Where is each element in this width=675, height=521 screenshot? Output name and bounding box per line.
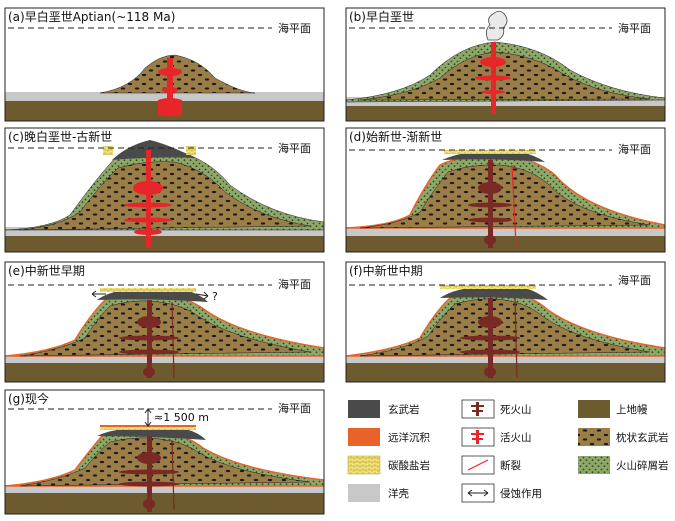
active-volcano-icon [461,427,495,447]
basalt-cap [97,290,208,302]
erosion-arrow-right [195,291,209,300]
legend-label-crust: 洋壳 [388,487,409,500]
panel-f [346,285,665,382]
seamount-body [19,437,311,487]
panel-a [5,54,324,121]
basalt-cap [97,429,206,440]
basalt-swatch [348,400,380,418]
pillow-basalt-swatch [578,428,610,446]
uncertain-marker: ? [212,290,218,303]
mantle-swatch [578,400,610,418]
legend-label-fault: 断裂 [500,459,521,472]
legend-label-dead-volcano: 死火山 [500,404,532,416]
panel-title-a: (a)早白垩世Aptian(~118 Ma) [8,9,175,24]
eruption-plume [486,10,508,41]
carbonate-left [103,146,113,155]
panel-title-g: (g)现今 [8,391,49,406]
upper-mantle [346,362,665,382]
oceanic-crust [5,227,324,236]
basalt-cap [112,140,195,160]
upper-mantle [5,235,324,252]
panel-title-f: (f)中新世中期 [349,263,423,278]
upper-mantle [5,362,324,382]
dead-magma-conduit [468,160,512,248]
fault-line [511,164,517,246]
carbonate-swatch [347,455,381,475]
active-magma-conduit [475,42,511,114]
sea-level-label: 海平面 [278,21,311,35]
carbonate-platform [444,150,536,154]
oceanic-crust [5,356,324,363]
seamount-body [19,161,311,231]
panel-title-d: (d)始新世-渐新世 [349,129,442,144]
depth-arrow [144,408,152,427]
sea-level-label: 海平面 [278,401,311,415]
oceanic-crust [5,486,324,493]
panel-d-frame [345,127,666,253]
basalt-cap [442,152,545,162]
carbonate-platform [440,285,536,289]
legend-label-pelagic: 远洋沉积 [388,431,430,444]
oceanic-crust [346,227,665,236]
sea-level-label: 海平面 [278,277,311,291]
active-magma-conduit [124,150,172,248]
carbonate-right [186,146,196,155]
seamount-body [359,51,651,101]
legend-label-volcaniclastic: 火山碎屑岩 [616,459,669,472]
legend-label-erosion: 侵蚀作用 [500,487,542,500]
fault-line [171,439,175,511]
active-magma-conduit [158,58,182,117]
upper-mantle [5,492,324,514]
oceanic-crust [346,356,665,363]
oceanic-crust-swatch [348,484,380,502]
fault-line [514,297,518,379]
legend-label-pillow-basalt: 枕状玄武岩 [616,431,669,444]
volcaniclastic-swatch [578,456,610,474]
sea-level-label: 海平面 [618,142,651,156]
panel-b-frame [345,7,666,122]
pelagic-swatch [348,428,380,446]
dead-magma-conduit [119,436,179,512]
carbonate-platform [100,288,196,292]
sea-level-label: 海平面 [278,141,311,155]
legend-label-mantle: 上地幔 [616,403,648,416]
dead-magma-conduit [460,298,520,378]
panel-e-frame [4,261,325,383]
fault-line [171,301,175,379]
dead-magma-conduit [119,300,179,378]
panel-e [5,288,324,382]
erosion-arrow-icon [461,483,495,503]
dead-volcano-icon [461,399,495,419]
legend-label-basalt: 玄武岩 [388,403,420,416]
panel-c [5,140,324,252]
basalt-cap [440,288,548,300]
panel-title-e: (e)中新世早期 [8,263,85,278]
erosion-arrow-left [91,290,106,298]
panel-b [346,10,665,121]
seamount-body [359,298,651,357]
panel-d [346,150,665,252]
sea-level-label: 海平面 [618,21,651,35]
legend-label-carbonate: 碳酸盐岩 [388,459,430,472]
upper-mantle [346,105,665,121]
carbonate-platform [100,427,196,430]
panel-g-frame [4,389,325,515]
panel-a-frame [4,7,325,122]
panel-g [5,425,324,514]
panel-c-frame [4,127,325,253]
sea-level-label: 海平面 [618,273,651,287]
oceanic-crust [5,92,324,101]
panel-title-c: (c)晚白垩世-古新世 [8,129,112,144]
panel-title-b: (b)早白垩世 [349,9,414,24]
legend-label-active-volcano: 活火山 [500,432,532,444]
depth-label: ≈1 500 m [154,411,209,424]
legend: 玄武岩 远洋沉积 碳酸盐岩 洋壳 死火山 活火山 断裂 [347,399,669,503]
fault-icon [461,455,495,475]
panel-f-frame [345,261,666,383]
upper-mantle [346,235,665,252]
seamount-body [359,164,651,229]
seamount-body [19,300,311,357]
